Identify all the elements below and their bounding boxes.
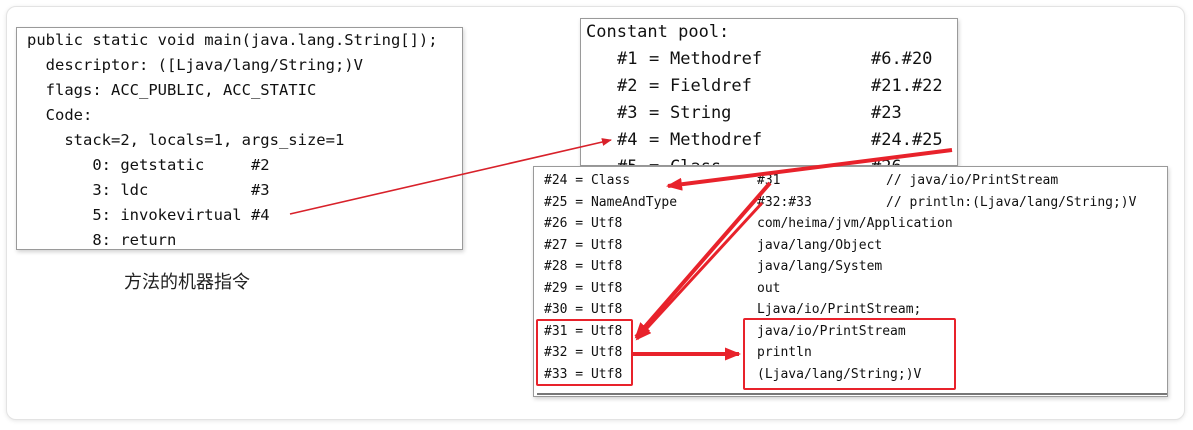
cp-entry-id: #1 bbox=[617, 49, 638, 69]
arrow-31-to-utf8 bbox=[634, 181, 772, 339]
cp-entry-type: Fieldref bbox=[670, 76, 752, 96]
highlight-box-utf8-values bbox=[743, 318, 956, 390]
detail-value: out bbox=[757, 280, 781, 296]
detail-comment: // java/io/PrintStream bbox=[886, 173, 1059, 188]
cp-entry-id: #5 bbox=[617, 154, 637, 165]
constant-detail-panel: #24 = Class #31 // java/io/PrintStream #… bbox=[533, 166, 1168, 397]
bytecode-caption: 方法的机器指令 bbox=[124, 272, 250, 293]
cp-entry-type: Methodref bbox=[670, 130, 763, 150]
code-label: Code: bbox=[27, 106, 93, 124]
detail-value: Ljava/io/PrintStream; bbox=[757, 302, 922, 317]
cp-entry-ref: #24.#25 bbox=[871, 130, 943, 150]
cp-entry-eq: = bbox=[649, 76, 660, 96]
detail-entry: #26 = Utf8 bbox=[544, 216, 623, 231]
detail-entry: #27 = Utf8 bbox=[544, 237, 623, 253]
instruction-invokevirtual: 5: invokevirtual #4 bbox=[27, 206, 270, 224]
detail-value: println bbox=[757, 345, 812, 360]
arrow-32-to-utf8 bbox=[635, 201, 764, 341]
method-descriptor: descriptor: ([Ljava/lang/String;)V bbox=[27, 56, 363, 74]
detail-entry: #24 = Class bbox=[544, 173, 631, 188]
cp-entry-type: String bbox=[670, 103, 732, 123]
highlight-box-utf8-entries bbox=[536, 319, 633, 386]
constant-pool-panel: Constant pool: #1 = Methodref #6.#20 #2 … bbox=[580, 18, 958, 166]
stack-info: stack=2, locals=1, args_size=1 bbox=[27, 131, 345, 149]
detail-entry: #30 = Utf8 bbox=[544, 302, 623, 317]
method-signature: public static void main(java.lang.String… bbox=[27, 31, 438, 49]
detail-entry: #33 = Utf8 bbox=[544, 366, 623, 382]
cp-entry-eq: = bbox=[649, 103, 660, 123]
detail-value: java/lang/Object bbox=[757, 237, 883, 253]
cp-entry-type: Class bbox=[670, 154, 721, 165]
cp-entry-ref: #23 bbox=[871, 103, 902, 123]
detail-value: java/lang/System bbox=[757, 259, 883, 274]
detail-entry: #29 = Utf8 bbox=[544, 280, 623, 296]
detail-bottom-rule bbox=[537, 393, 1167, 395]
cp-entry-eq: = bbox=[649, 154, 659, 165]
cp-entry-eq: = bbox=[649, 49, 660, 69]
detail-value: (Ljava/lang/String;)V bbox=[757, 366, 922, 382]
bytecode-panel: public static void main(java.lang.String… bbox=[16, 27, 463, 250]
cp-entry-ref: #6.#20 bbox=[871, 49, 933, 69]
instruction-ldc: 3: ldc #3 bbox=[27, 181, 270, 199]
cp-entry-id: #4 bbox=[617, 130, 638, 150]
instruction-getstatic: 0: getstatic #2 bbox=[27, 156, 270, 174]
detail-entry: #31 = Utf8 bbox=[544, 323, 623, 339]
cp-entry-type: Methodref bbox=[670, 49, 763, 69]
detail-entry: #32 = Utf8 bbox=[544, 345, 623, 360]
detail-value: #31 bbox=[757, 173, 781, 188]
detail-entry: #28 = Utf8 bbox=[544, 259, 623, 274]
detail-value: java/io/PrintStream bbox=[757, 323, 906, 339]
detail-entry: #25 = NameAndType bbox=[544, 194, 678, 210]
detail-value: #32:#33 bbox=[757, 194, 812, 210]
cp-entry-id: #3 bbox=[617, 103, 638, 123]
detail-comment: // println:(Ljava/lang/String;)V bbox=[886, 194, 1137, 210]
cp-entry-id: #2 bbox=[617, 76, 638, 96]
cp-entry-eq: = bbox=[649, 130, 660, 150]
method-flags: flags: ACC_PUBLIC, ACC_STATIC bbox=[27, 81, 317, 99]
instruction-return: 8: return bbox=[27, 231, 177, 249]
detail-value: com/heima/jvm/Application bbox=[757, 216, 953, 231]
arrow-invoke-to-cp4 bbox=[289, 138, 612, 215]
cp-entry-ref: #26 bbox=[871, 154, 902, 165]
constant-pool-title: Constant pool: bbox=[586, 22, 730, 42]
arrow-cp4-to-class bbox=[666, 148, 953, 191]
cp-entry-ref: #21.#22 bbox=[871, 76, 943, 96]
